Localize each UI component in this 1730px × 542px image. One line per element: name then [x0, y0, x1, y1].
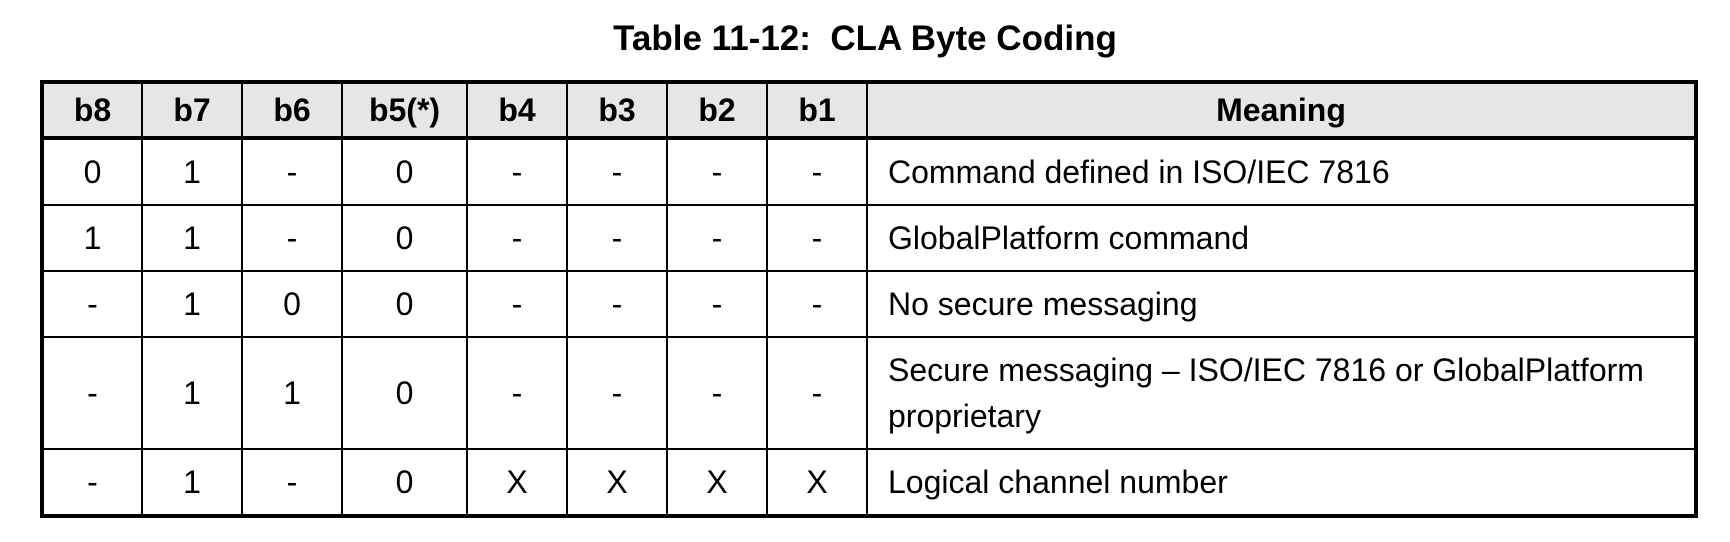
- cell-b5: 0: [341, 137, 468, 206]
- cell-b5: 0: [341, 204, 468, 272]
- cell-b4: -: [466, 270, 568, 338]
- table-row: - 1 0 0 - - - - No secure messaging: [41, 270, 1697, 338]
- cell-b1: X: [766, 448, 868, 517]
- table-row: - 1 1 0 - - - - Secure messaging – ISO/I…: [41, 336, 1697, 450]
- cell-b7: 1: [141, 137, 243, 206]
- cell-meaning: No secure messaging: [866, 270, 1697, 338]
- cell-b1: -: [766, 270, 868, 338]
- cell-b2: -: [666, 204, 768, 272]
- cla-byte-coding-table: b8 b7 b6 b5(*) b4 b3 b2 b1 Meaning 0 1 -…: [40, 80, 1698, 518]
- cell-b7: 1: [141, 336, 243, 450]
- cell-b8: -: [41, 336, 143, 450]
- table-row: - 1 - 0 X X X X Logical channel number: [41, 448, 1697, 517]
- cell-b8: -: [41, 270, 143, 338]
- table-caption: Table 11-12: CLA Byte Coding: [613, 19, 1117, 58]
- cell-b3: -: [566, 204, 668, 272]
- cell-b3: -: [566, 270, 668, 338]
- cell-b6: -: [241, 448, 343, 517]
- cell-b1: -: [766, 204, 868, 272]
- header-b4: b4: [466, 81, 568, 140]
- header-b6: b6: [241, 81, 343, 140]
- cell-meaning: Logical channel number: [866, 448, 1697, 517]
- cell-b1: -: [766, 336, 868, 450]
- cell-b5: 0: [341, 270, 468, 338]
- cell-b4: X: [466, 448, 568, 517]
- cell-b1: -: [766, 137, 868, 206]
- cell-b6: -: [241, 137, 343, 206]
- header-b8: b8: [41, 81, 143, 140]
- cell-b4: -: [466, 204, 568, 272]
- cell-b5: 0: [341, 336, 468, 450]
- cell-b8: 1: [41, 204, 143, 272]
- cell-b2: -: [666, 336, 768, 450]
- cell-b6: 1: [241, 336, 343, 450]
- header-row: b8 b7 b6 b5(*) b4 b3 b2 b1 Meaning: [41, 81, 1697, 140]
- cell-b2: -: [666, 270, 768, 338]
- cell-b4: -: [466, 137, 568, 206]
- header-b3: b3: [566, 81, 668, 140]
- header-meaning: Meaning: [866, 81, 1697, 140]
- cell-meaning: Command defined in ISO/IEC 7816: [866, 137, 1697, 206]
- cell-b2: X: [666, 448, 768, 517]
- cell-b8: 0: [41, 137, 143, 206]
- cell-meaning: GlobalPlatform command: [866, 204, 1697, 272]
- table-row: 0 1 - 0 - - - - Command defined in ISO/I…: [41, 137, 1697, 206]
- cell-b7: 1: [141, 448, 243, 517]
- header-b7: b7: [141, 81, 243, 140]
- cell-b2: -: [666, 137, 768, 206]
- cell-b3: -: [566, 137, 668, 206]
- header-b1: b1: [766, 81, 868, 140]
- cell-b3: -: [566, 336, 668, 450]
- cell-b6: 0: [241, 270, 343, 338]
- header-b5: b5(*): [341, 81, 468, 140]
- cell-meaning: Secure messaging – ISO/IEC 7816 or Globa…: [866, 336, 1697, 450]
- table-row: 1 1 - 0 - - - - GlobalPlatform command: [41, 204, 1697, 272]
- cell-b7: 1: [141, 270, 243, 338]
- cell-b5: 0: [341, 448, 468, 517]
- cell-b3: X: [566, 448, 668, 517]
- header-b2: b2: [666, 81, 768, 140]
- cell-b7: 1: [141, 204, 243, 272]
- cell-b4: -: [466, 336, 568, 450]
- cell-b6: -: [241, 204, 343, 272]
- cell-b8: -: [41, 448, 143, 517]
